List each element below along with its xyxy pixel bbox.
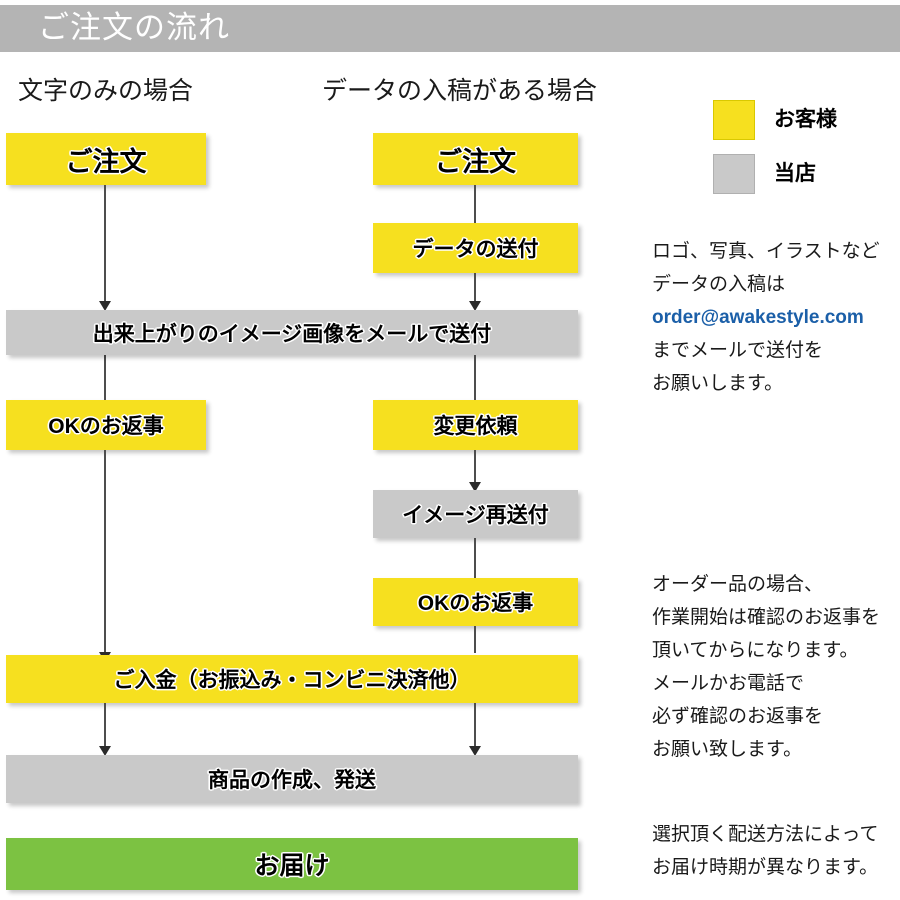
flow-box-right-order: ご注文 bbox=[373, 133, 578, 185]
arrow-left-order-to-image bbox=[99, 185, 111, 311]
note-line: 選択頂く配送方法によって bbox=[652, 824, 879, 845]
arrow-right-resend-to-ok bbox=[474, 538, 476, 578]
arrow-right-ok-to-payment bbox=[474, 626, 476, 653]
flow-box-label: 変更依頼 bbox=[433, 415, 518, 438]
note-line: ロゴ、写真、イラストなど bbox=[652, 241, 880, 262]
arrow-right-image-to-change bbox=[474, 355, 476, 400]
legend-swatch-shop bbox=[713, 154, 755, 194]
flow-box-label: イメージ再送付 bbox=[402, 504, 549, 527]
note-line: までメールで送付を bbox=[652, 340, 824, 361]
note-line: 必ず確認のお返事を bbox=[652, 706, 824, 727]
column-caption-text-only: 文字のみの場合 bbox=[18, 77, 194, 105]
note-shipping: 選択頂く配送方法によって お届け時期が異なります。 bbox=[652, 818, 878, 884]
flow-box-right-change-request: 変更依頼 bbox=[373, 400, 578, 450]
contact-email-link[interactable]: order@awakestyle.com bbox=[652, 307, 864, 328]
column-caption-with-data: データの入稿がある場合 bbox=[322, 77, 598, 105]
page-title: ご注文の流れ bbox=[38, 10, 230, 45]
flow-box-label: OKのお返事 bbox=[417, 592, 534, 615]
note-line: お届け時期が異なります。 bbox=[652, 857, 879, 878]
note-line: メールかお電話で bbox=[652, 673, 805, 694]
legend-swatch-customer bbox=[713, 100, 755, 140]
flow-box-label: ご注文 bbox=[65, 146, 147, 177]
arrow-right-change-to-resend bbox=[469, 450, 481, 492]
arrow-left-payment-to-production bbox=[99, 703, 111, 756]
flow-box-label: 出来上がりのイメージ画像をメールで送付 bbox=[92, 322, 492, 346]
flow-box-label: ご注文 bbox=[435, 146, 516, 177]
flow-box-left-order: ご注文 bbox=[6, 133, 206, 185]
flow-box-shared-image-email: 出来上がりのイメージ画像をメールで送付 bbox=[6, 310, 578, 355]
arrow-left-image-to-ok bbox=[104, 355, 106, 400]
flow-box-shared-production: 商品の作成、発送 bbox=[6, 755, 578, 803]
note-line: お願い致します。 bbox=[652, 739, 803, 760]
flow-box-label: OKのお返事 bbox=[48, 415, 164, 438]
flow-box-right-image-resend: イメージ再送付 bbox=[373, 490, 578, 538]
arrow-right-datasend-to-image bbox=[469, 273, 481, 311]
note-line: データの入稿は bbox=[652, 274, 786, 295]
flow-box-label: データの送付 bbox=[412, 238, 539, 261]
arrow-left-ok-to-payment bbox=[99, 450, 111, 662]
note-line: お願いします。 bbox=[652, 373, 784, 394]
note-line: オーダー品の場合、 bbox=[652, 574, 824, 595]
flow-box-left-ok-reply: OKのお返事 bbox=[6, 400, 206, 450]
flow-box-right-ok-reply: OKのお返事 bbox=[373, 578, 578, 626]
flow-box-shared-payment: ご入金（お振込み・コンビニ決済他） bbox=[6, 655, 578, 703]
note-line: 作業開始は確認のお返事を bbox=[652, 607, 881, 628]
header-bar bbox=[0, 5, 900, 52]
flow-box-label: 商品の作成、発送 bbox=[208, 769, 376, 792]
note-line: 頂いてからになります。 bbox=[652, 640, 859, 661]
note-order-confirmation: オーダー品の場合、 作業開始は確認のお返事を 頂いてからになります。 メールかお… bbox=[652, 568, 880, 766]
arrow-right-order-to-datasend bbox=[474, 185, 476, 223]
flow-box-label: ご入金（お振込み・コンビニ決済他） bbox=[113, 669, 471, 692]
arrow-right-payment-to-production bbox=[469, 703, 481, 756]
flow-box-label: お届け bbox=[254, 852, 330, 880]
note-data-submission: ロゴ、写真、イラストなど データの入稿は order@awakestyle.co… bbox=[652, 235, 880, 400]
legend-label-shop: 当店 bbox=[774, 162, 816, 185]
flow-box-right-data-send: データの送付 bbox=[373, 223, 578, 273]
flow-box-shared-delivery: お届け bbox=[6, 838, 578, 890]
legend-label-customer: お客様 bbox=[774, 108, 837, 131]
